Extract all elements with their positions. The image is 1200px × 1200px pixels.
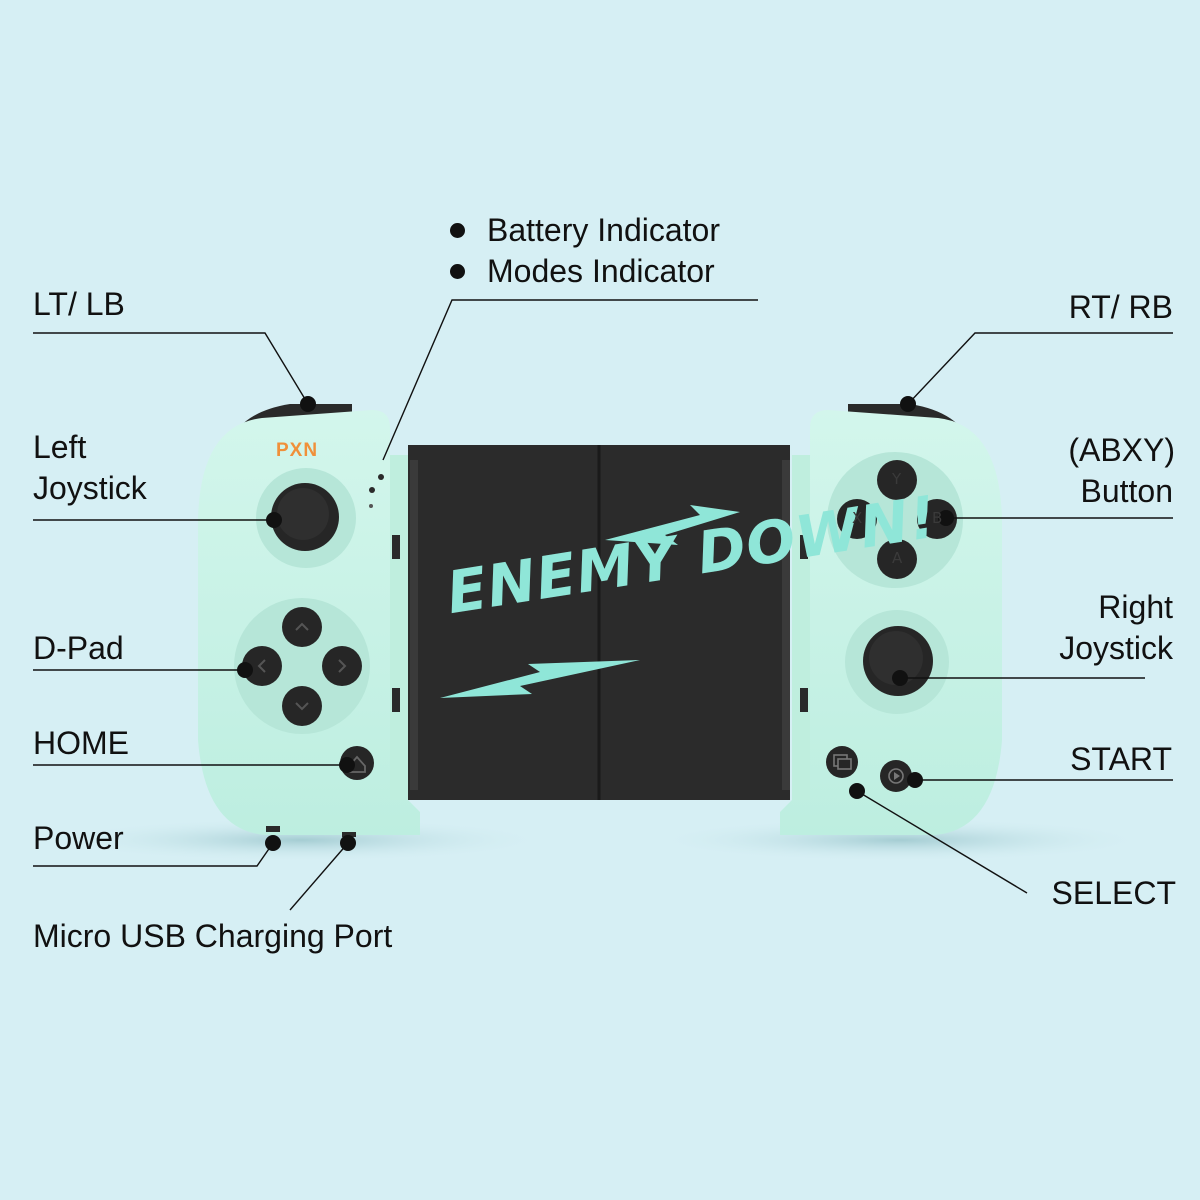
y-button [877,460,917,500]
indicator-item: Battery Indicator [450,210,720,251]
dpad-down [282,686,322,726]
pointer-dots [237,396,954,851]
bullet-icon [450,223,465,238]
dpad-left [242,646,282,686]
lt-lb-label: LT/ LB [33,286,125,322]
y-button-glyph: Y [892,470,902,488]
battery-indicator-label: Battery Indicator [487,212,720,248]
power-label: Power [33,820,124,856]
start-label: START [1070,741,1172,777]
pointer-dot [339,757,355,773]
rt-rb-label: RT/ RB [1068,289,1173,325]
pointer-dot [907,772,923,788]
rail-clip [800,535,808,559]
left-joystick-label-line2: Joystick [33,470,147,506]
chevron-icon [257,659,266,673]
rail-clip [392,688,400,712]
lightning-icon [440,660,640,698]
leader-indicators [382,299,758,461]
power-switch [266,826,280,832]
pointer-dot [892,670,908,686]
abxy-label-line2: Button [1080,473,1173,509]
leader-select [856,790,1028,894]
right-joystick-label-line1: Right [1098,589,1173,625]
a-button-glyph: A [892,549,903,567]
pointer-dot [266,512,282,528]
pointer-dot [237,662,253,678]
right-shadow [650,818,1150,862]
indicator-list: Battery Indicator Modes Indicator [450,210,720,292]
leader-lt-lb [33,332,309,405]
leader-lines [33,299,1173,911]
start-icon [888,768,904,784]
led-indicator [369,504,373,508]
led-indicator [369,487,375,493]
dpad-up [282,607,322,647]
leader-power [33,842,274,867]
pointer-dot [300,396,316,412]
pxn-logo: PXN [276,440,319,461]
rail-clip [392,535,400,559]
select-label: SELECT [1051,875,1176,911]
left-joystick-label-line1: Left [33,429,87,465]
left-shadow [50,818,550,862]
leader-usb [289,842,349,911]
left-rail [390,455,408,800]
usb-port [342,832,356,837]
bullet-icon [450,264,465,279]
lightning-icon [605,505,740,545]
rail-clip [800,688,808,712]
a-button [877,539,917,579]
pointer-dot [849,783,865,799]
x-button [837,499,877,539]
right-joystick-label-line2: Joystick [1059,630,1173,666]
dpad-right [322,646,362,686]
modes-indicator-label: Modes Indicator [487,253,715,289]
home-label: HOME [33,725,129,761]
leader-rt-rb [907,332,1173,405]
indicator-item: Modes Indicator [450,251,720,292]
screen-inner-left [410,460,418,790]
micro-usb-label: Micro USB Charging Port [33,918,393,954]
pointer-dot [938,510,954,526]
dpad-label: D-Pad [33,630,124,666]
dpad-base [234,598,370,734]
x-button-glyph: X [852,509,863,527]
led-indicator [378,474,384,480]
pointer-dot [340,835,356,851]
chevron-icon [338,659,347,673]
abxy-base [827,452,963,588]
b-button-glyph: B [932,509,943,527]
abxy-label-line1: (ABXY) [1068,432,1175,468]
chevron-icon [295,622,309,631]
chevron-icon [295,702,309,711]
pointer-dot [900,396,916,412]
b-button [917,499,957,539]
pointer-dot [265,835,281,851]
screen-inner-right [782,460,790,790]
